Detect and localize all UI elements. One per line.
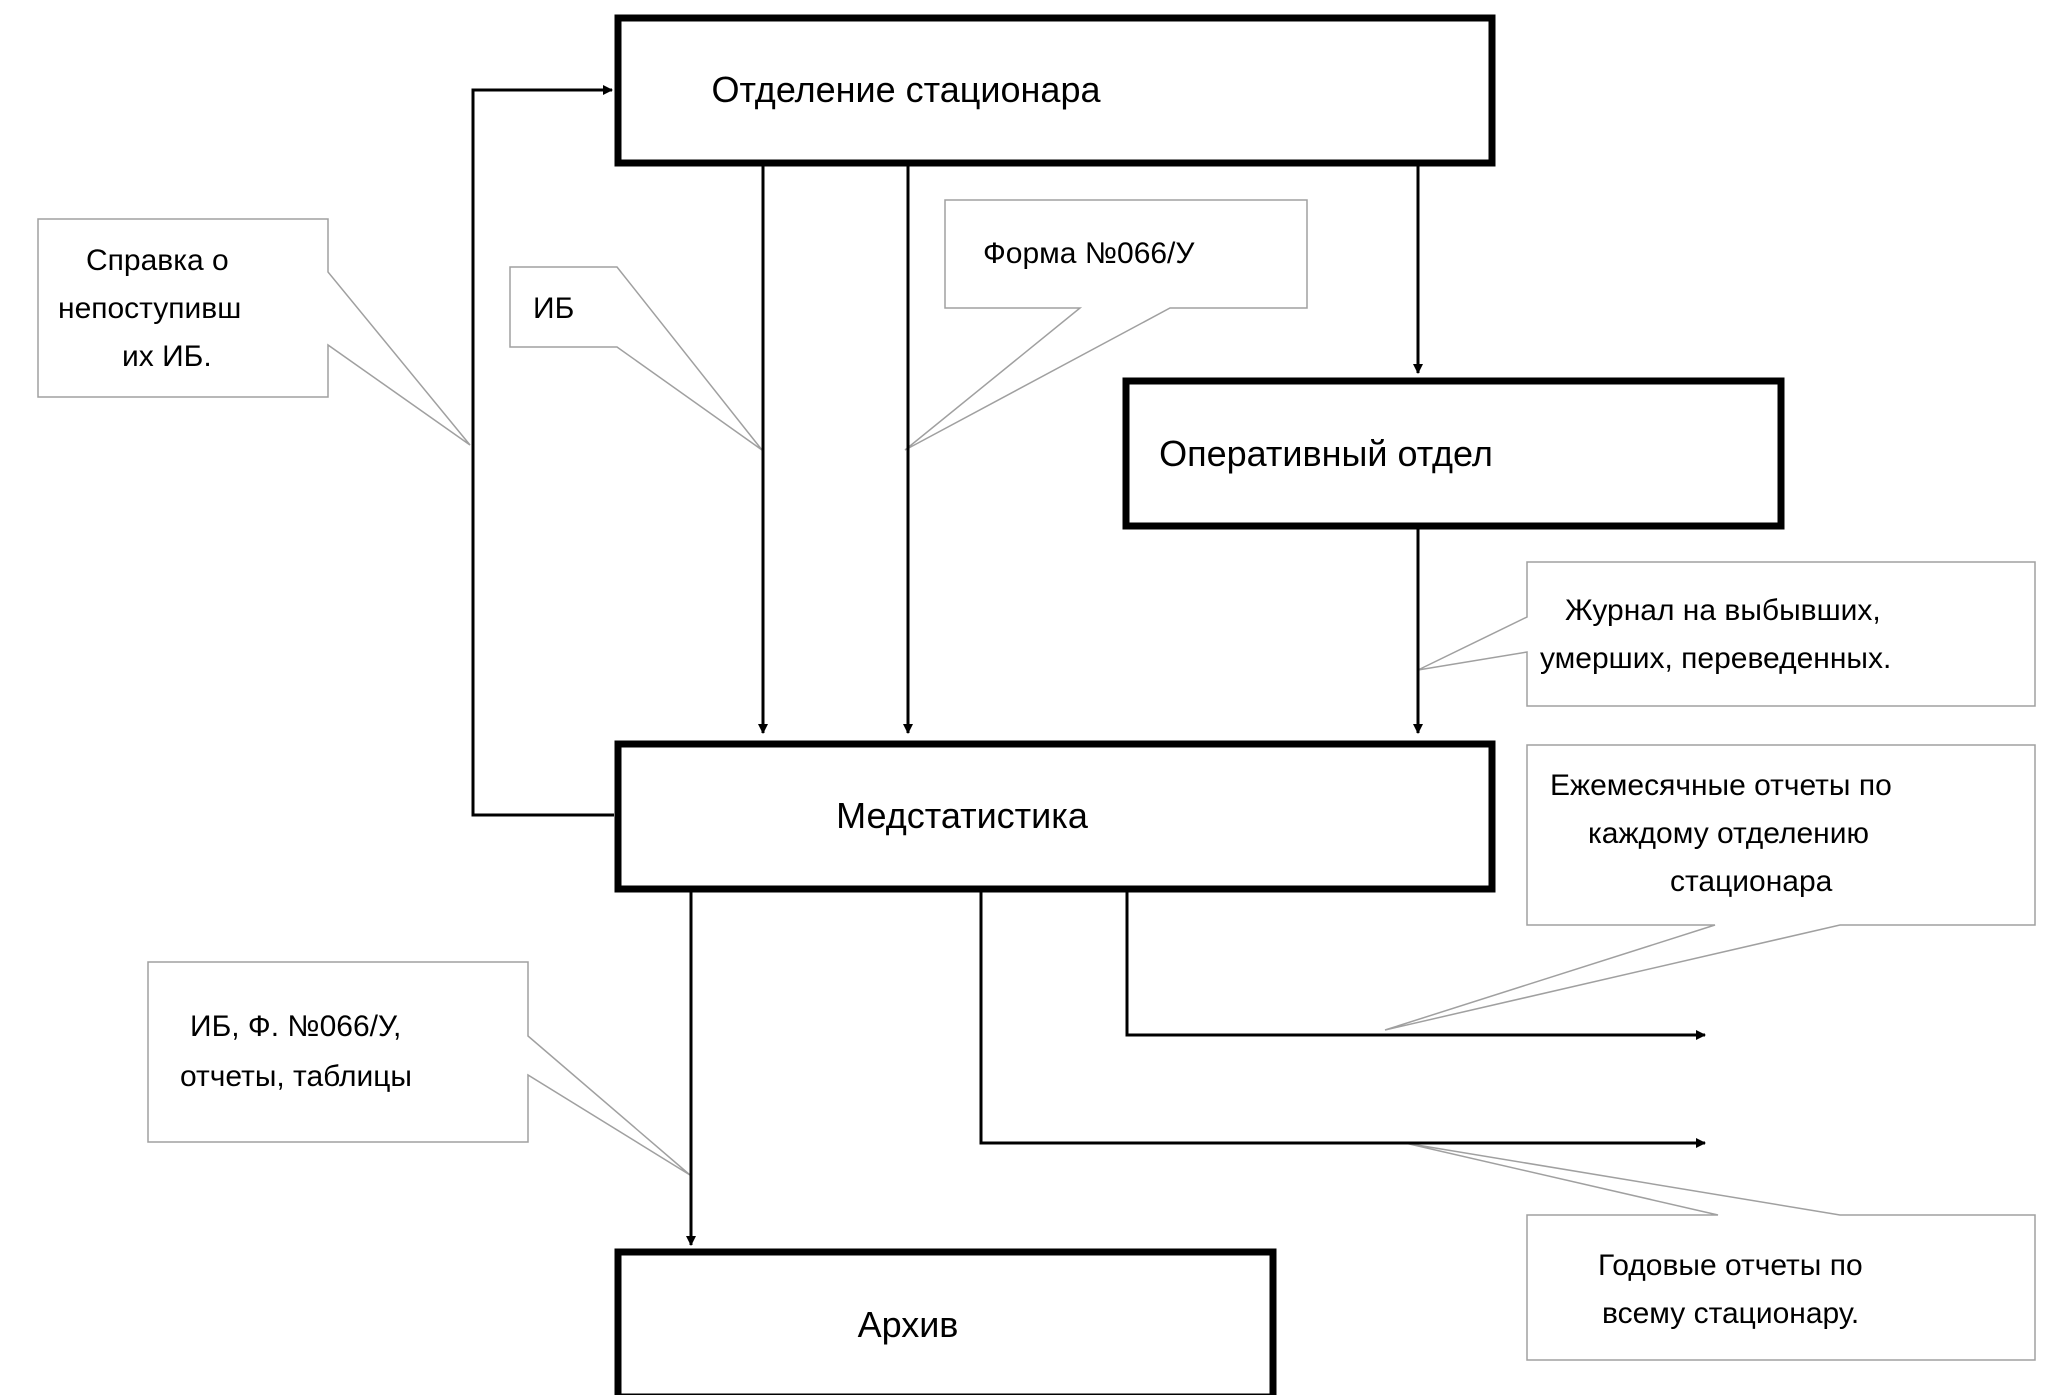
- callout-journal: Журнал на выбывших, умерших, переведенны…: [1417, 561, 2036, 707]
- callout-annual-line-2: всему стационару.: [1602, 1297, 1859, 1330]
- arrow-monthly-reports-out: [1125, 890, 1706, 1040]
- callout-annual: Годовые отчеты по всему стационару.: [1404, 1142, 2036, 1361]
- callout-journal-line-2: умерших, переведенных.: [1540, 642, 1891, 675]
- box-operations-label: Оперативный отдел: [1159, 433, 1493, 474]
- box-medstat-label: Медстатистика: [836, 795, 1089, 836]
- callout-certificate: Справка о непоступивш их ИБ.: [37, 218, 471, 446]
- callout-certificate-line-1: Справка о: [86, 244, 229, 277]
- callout-certificate-line-2: непоступивш: [58, 292, 241, 325]
- callout-ib: ИБ: [509, 266, 763, 451]
- callout-archive-docs: ИБ, Ф. №066/У, отчеты, таблицы: [147, 961, 691, 1176]
- box-operations: Оперативный отдел: [1122, 377, 1785, 530]
- callout-certificate-line-3: их ИБ.: [122, 340, 212, 373]
- box-archive: Архив: [614, 1248, 1277, 1400]
- callout-form066-line-1: Форма №066/У: [983, 237, 1195, 270]
- callout-journal-line-1: Журнал на выбывших,: [1565, 594, 1881, 627]
- callout-archive-docs-line-2: отчеты, таблицы: [180, 1060, 412, 1093]
- callout-form066: Форма №066/У: [904, 199, 1308, 451]
- callout-monthly-line-3: стационара: [1670, 865, 1833, 898]
- callout-ib-line-1: ИБ: [533, 292, 574, 325]
- connectors: [471, 85, 1706, 1246]
- arrow-medstat-to-department: [471, 85, 614, 817]
- box-department: Отделение стационара: [614, 14, 1496, 167]
- callout-monthly: Ежемесячные отчеты по каждому отделению …: [1384, 744, 2036, 1031]
- callout-monthly-line-1: Ежемесячные отчеты по: [1550, 769, 1892, 802]
- callout-archive-docs-line-1: ИБ, Ф. №066/У,: [190, 1010, 401, 1043]
- box-archive-label: Архив: [858, 1304, 959, 1345]
- arrow-annual-reports-out: [979, 890, 1706, 1148]
- box-department-label: Отделение стационара: [712, 69, 1102, 110]
- callout-annual-line-1: Годовые отчеты по: [1598, 1249, 1863, 1282]
- callout-monthly-line-2: каждому отделению: [1588, 817, 1869, 850]
- box-medstat: Медстатистика: [614, 740, 1496, 893]
